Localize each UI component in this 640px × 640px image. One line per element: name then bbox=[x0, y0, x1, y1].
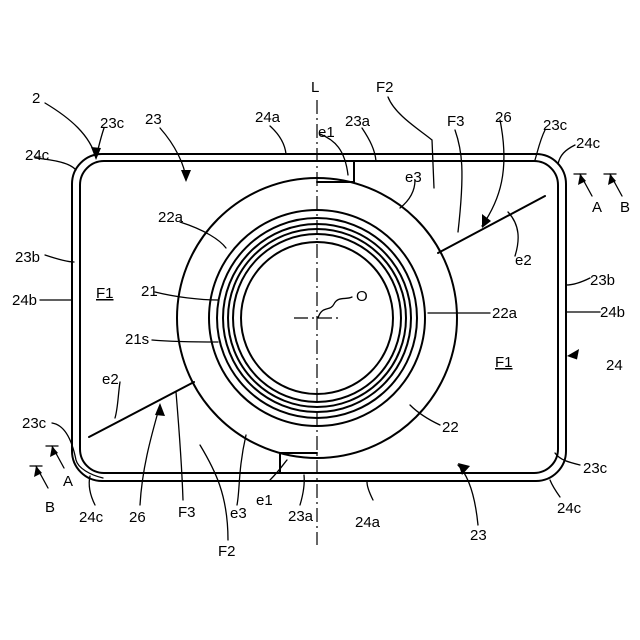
label-23b-left: 23b bbox=[15, 249, 40, 266]
label-B-bl: B bbox=[45, 499, 55, 516]
label-22a-right: 22a bbox=[492, 305, 518, 322]
label-24c-tl: 24c bbox=[25, 147, 50, 164]
label-F3-bottom: F3 bbox=[178, 504, 196, 521]
label-F1-right: F1 bbox=[495, 354, 513, 371]
label-22: 22 bbox=[442, 419, 459, 436]
label-24: 24 bbox=[606, 357, 623, 374]
label-F3-top: F3 bbox=[447, 113, 465, 130]
label-e1-top: e1 bbox=[318, 124, 335, 141]
label-23-top: 23 bbox=[145, 111, 162, 128]
label-e3-top: e3 bbox=[405, 169, 422, 186]
label-axis-L: L bbox=[311, 79, 319, 96]
label-F2-top: F2 bbox=[376, 79, 394, 96]
label-23a-top: 23a bbox=[345, 113, 371, 130]
label-21s: 21s bbox=[125, 331, 149, 348]
label-22a-left: 22a bbox=[158, 209, 184, 226]
label-21: 21 bbox=[141, 283, 158, 300]
label-center-O: O bbox=[356, 288, 368, 305]
label-24c-br: 24c bbox=[557, 500, 582, 517]
label-26-bottom: 26 bbox=[129, 509, 146, 526]
label-24a-bottom: 24a bbox=[355, 514, 381, 531]
section-marks-top-right bbox=[574, 174, 622, 196]
label-24a-top: 24a bbox=[255, 109, 281, 126]
section-marks-bottom-left bbox=[30, 446, 64, 488]
label-A-tr: A bbox=[592, 199, 602, 216]
center-leader bbox=[318, 297, 352, 318]
label-23a-bottom: 23a bbox=[288, 508, 314, 525]
label-24b-left: 24b bbox=[12, 292, 37, 309]
label-23b-right: 23b bbox=[590, 272, 615, 289]
label-e3-bottom: e3 bbox=[230, 505, 247, 522]
label-23c-tl: 23c bbox=[100, 115, 125, 132]
label-23c-br: 23c bbox=[583, 460, 608, 477]
label-23c-bl: 23c bbox=[22, 415, 47, 432]
label-e1-bottom: e1 bbox=[256, 492, 273, 509]
label-24c-tr: 24c bbox=[576, 135, 601, 152]
label-e2-left: e2 bbox=[102, 371, 119, 388]
label-23-bottom: 23 bbox=[470, 527, 487, 544]
label-26-top: 26 bbox=[495, 109, 512, 126]
label-e2-right: e2 bbox=[515, 252, 532, 269]
label-24c-bl: 24c bbox=[79, 509, 104, 526]
label-F1-left: F1 bbox=[96, 285, 114, 302]
label-23c-tr: 23c bbox=[543, 117, 568, 134]
label-24b-right: 24b bbox=[600, 304, 625, 321]
edge-e2-right bbox=[438, 196, 545, 253]
label-2: 2 bbox=[32, 90, 40, 107]
label-B-tr: B bbox=[620, 199, 630, 216]
label-A-bl: A bbox=[63, 473, 73, 490]
label-F2-bottom: F2 bbox=[218, 543, 236, 560]
